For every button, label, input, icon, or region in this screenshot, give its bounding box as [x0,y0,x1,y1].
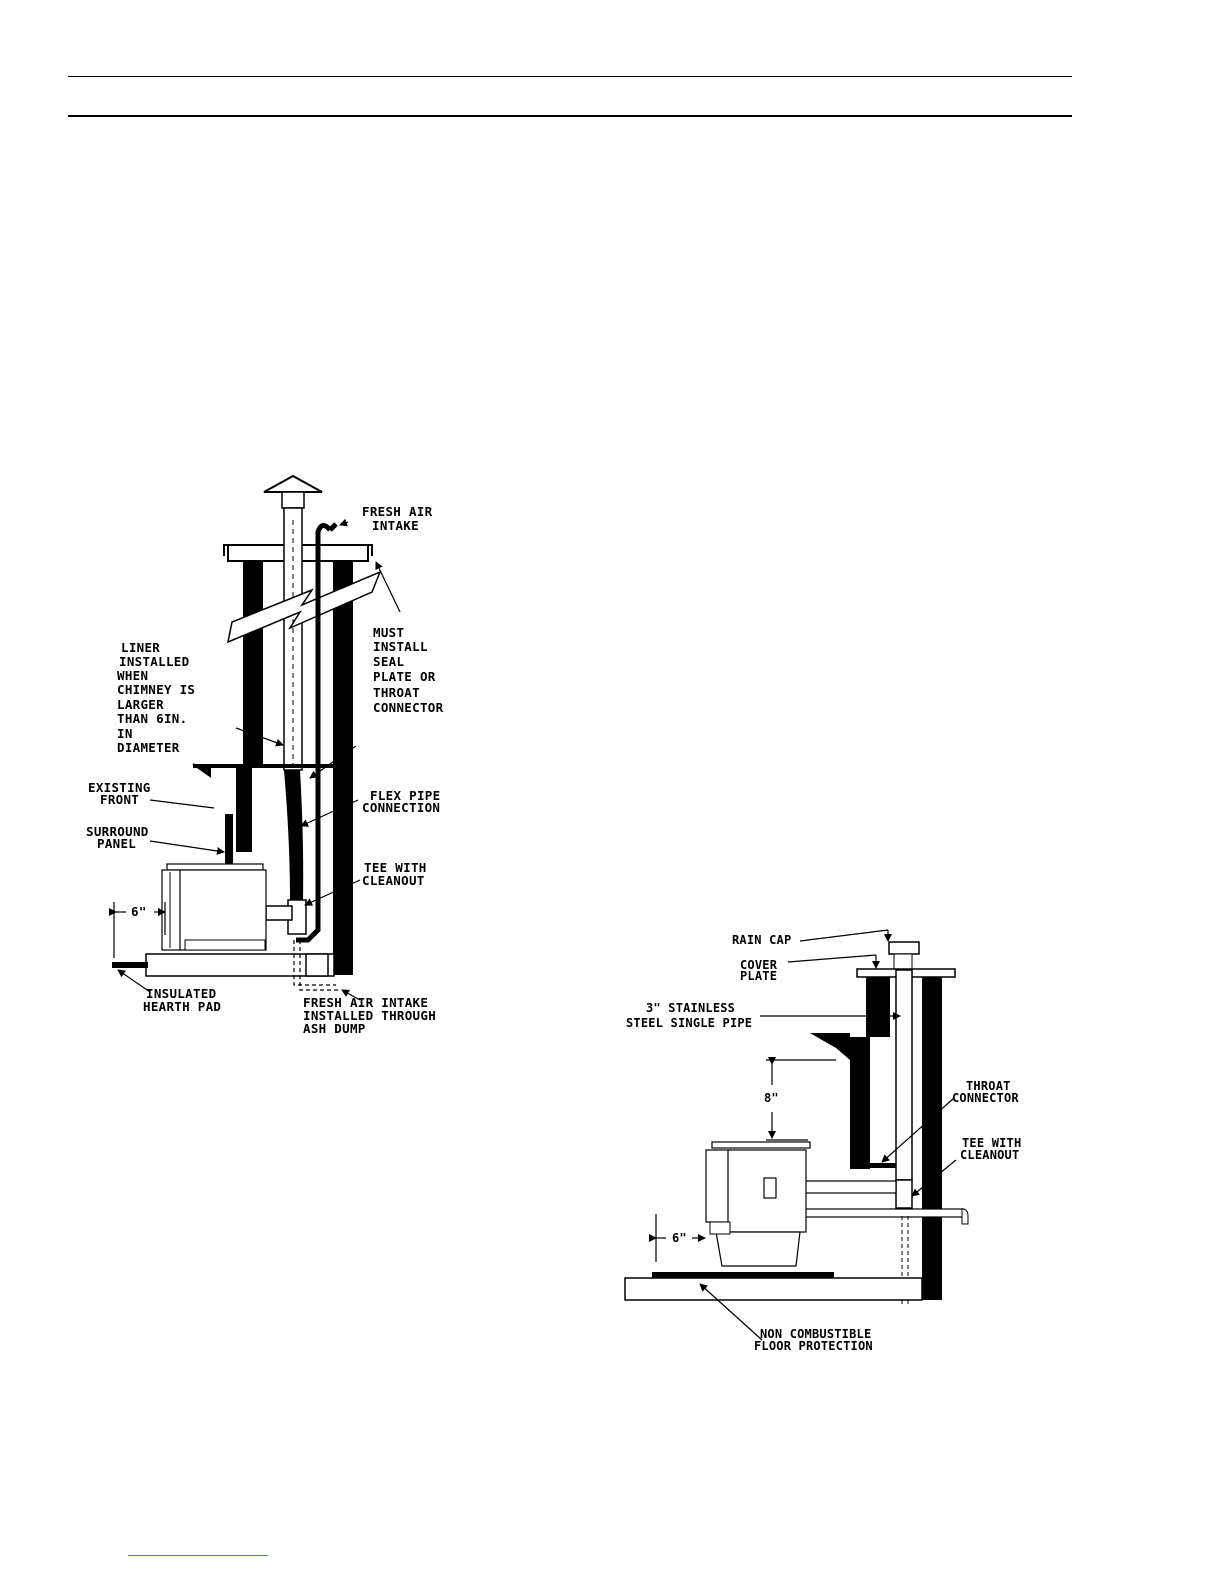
label-tee-with-cleanout-right: TEE WITH CLEANOUT [960,1136,1029,1162]
label-insulated-hearth-pad: INSULATED HEARTH PAD [143,986,224,1014]
label-fresh-air-ash-dump: FRESH AIR INTAKE INSTALLED THROUGH ASH D… [303,995,444,1036]
footer-link-underline [128,1555,268,1556]
stainless-pipe [895,969,913,1181]
tee-cleanout-right [895,1179,913,1209]
label-must-install-seal-plate: MUST INSTALL SEAL PLATE OR THROAT CONNEC… [373,625,444,715]
label-tee-with-cleanout: TEE WITH CLEANOUT [362,860,434,888]
floor [624,1277,923,1301]
chimney-wall-right-b [922,977,942,1300]
chimney-wall-right [333,561,353,975]
stove-left [161,863,267,951]
label-clearance-8in: 8" [764,1091,779,1105]
label-clearance-6in-right: 6" [672,1231,687,1245]
label-fresh-air-intake: FRESH AIR INTAKE [362,504,440,533]
diagram-freestanding-stove: RAIN CAP COVER PLATE 3" STAINLESS STEEL … [624,929,1029,1353]
label-liner-installed: LINER INSTALLED WHEN CHIMNEY IS LARGER T… [117,640,203,755]
surround-panel [225,814,233,886]
label-cover-plate: COVER PLATE [740,958,785,983]
label-throat-connector: THROAT CONNECTOR [952,1079,1019,1105]
floor-protection-plate [652,1272,834,1278]
label-surround-panel: SURROUND PANEL [86,824,156,851]
rain-cap-right [888,941,920,955]
chimney-wall-left [243,561,263,766]
label-flex-pipe-connection: FLEX PIPE CONNECTION [362,788,448,815]
ash-dump-path [293,940,336,986]
header-rule-bottom [68,115,1072,117]
label-clearance-6in-left: 6" [131,904,147,919]
chimney-wall-right-a [866,977,890,1037]
throat-connector [870,1163,896,1168]
mantel [810,1033,850,1060]
smoke-shelf [193,764,333,768]
break-band [226,570,382,644]
label-stainless-pipe: 3" STAINLESS STEEL SINGLE PIPE [626,1001,752,1030]
label-existing-front: EXISTING FRONT [88,780,158,807]
header-rule-top [68,76,1072,77]
rain-cap-left [263,474,323,493]
fresh-air-intake-pipe [296,523,332,943]
label-rain-cap: RAIN CAP [732,933,791,947]
flex-pipe [284,770,304,900]
stove-right [705,1141,811,1267]
diagram-fireplace-insert: FRESH AIR INTAKE MUST INSTALL SEAL PLATE… [86,474,448,1036]
label-floor-protection: NON COMBUSTIBLE FLOOR PROTECTION [754,1327,879,1353]
